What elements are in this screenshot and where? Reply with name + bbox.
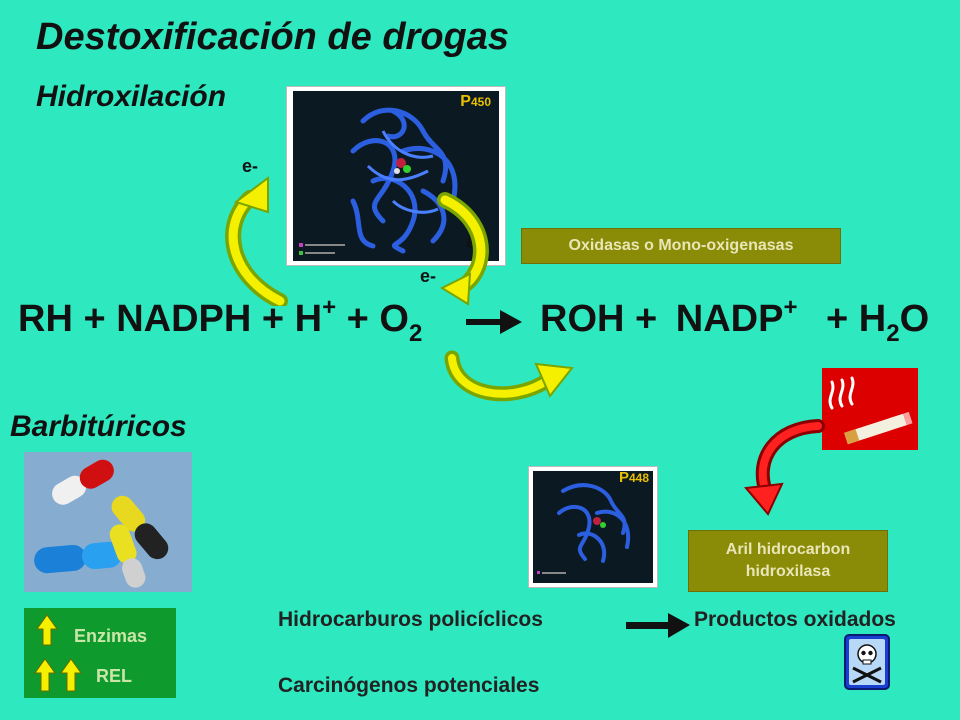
eq-rh: RH	[18, 298, 73, 340]
p448-label: P448	[618, 469, 649, 486]
poison-label	[842, 632, 892, 692]
right-arrow-icon	[466, 310, 522, 334]
enzimas-label: Enzimas	[74, 626, 148, 646]
eq-h: + H	[261, 298, 323, 340]
aril-line-1: Aril hidrocarbon	[725, 541, 851, 558]
productos-text: Productos oxidados	[694, 608, 896, 631]
reaction-equation: RH + NADPH + H+ + O2	[18, 296, 422, 346]
page-title: Destoxificación de drogas	[36, 16, 510, 58]
section-hidroxilacion: Hidroxilación	[36, 80, 227, 113]
eq-o2-sub: 2	[408, 320, 423, 347]
no-smoking-icon	[828, 376, 913, 445]
up-arrow-icon	[34, 658, 56, 692]
right-arrow-icon	[626, 613, 690, 638]
protein-structure-icon	[537, 483, 631, 574]
electron-label-1: e-	[242, 156, 259, 176]
pills-image	[24, 452, 192, 592]
eq-nadp-sup: +	[783, 294, 798, 321]
aril-hidrocarbon-label: Aril hidrocarbon hidroxilasa	[688, 530, 888, 592]
aril-line-2: hidroxilasa	[745, 563, 831, 580]
protein-structure-icon	[299, 107, 458, 255]
curved-arrow-icon	[225, 176, 489, 306]
enzimas-box: Enzimas REL	[24, 608, 176, 698]
eq-h2o-sub: 2	[886, 320, 900, 347]
rel-label: REL	[96, 666, 132, 686]
eq-roh: ROH +	[540, 298, 658, 340]
p450-label: P450	[460, 93, 491, 110]
curved-arrow-icon	[744, 419, 825, 516]
reaction-products: ROH + NADP+ + H2O	[540, 296, 930, 346]
skull-crossbones-icon	[844, 634, 890, 690]
carcinogenos-text: Carcinógenos potenciales	[278, 674, 540, 697]
curved-arrow-icon	[444, 350, 574, 402]
up-arrow-icon	[60, 658, 82, 692]
eq-h-sup: +	[322, 294, 337, 321]
hidrocarburos-text: Hidrocarburos policíclicos	[278, 608, 543, 631]
eq-h2o-o: O	[899, 298, 930, 340]
oxidasas-label: Oxidasas o Mono-oxigenasas	[521, 228, 841, 264]
p450-protein-image: P450	[286, 86, 506, 266]
up-arrow-icon	[36, 614, 58, 646]
p448-protein-image: P448	[528, 466, 658, 588]
eq-h2o: + H	[826, 298, 887, 340]
pills-icon	[24, 452, 192, 592]
eq-nadp: NADP	[675, 298, 784, 340]
electron-label-3: e-	[420, 266, 437, 286]
section-barbituricos: Barbitúricos	[10, 410, 187, 443]
eq-nadph: + NADPH	[83, 298, 252, 340]
cigarette-box	[822, 368, 918, 450]
eq-o2: + O	[346, 298, 409, 340]
